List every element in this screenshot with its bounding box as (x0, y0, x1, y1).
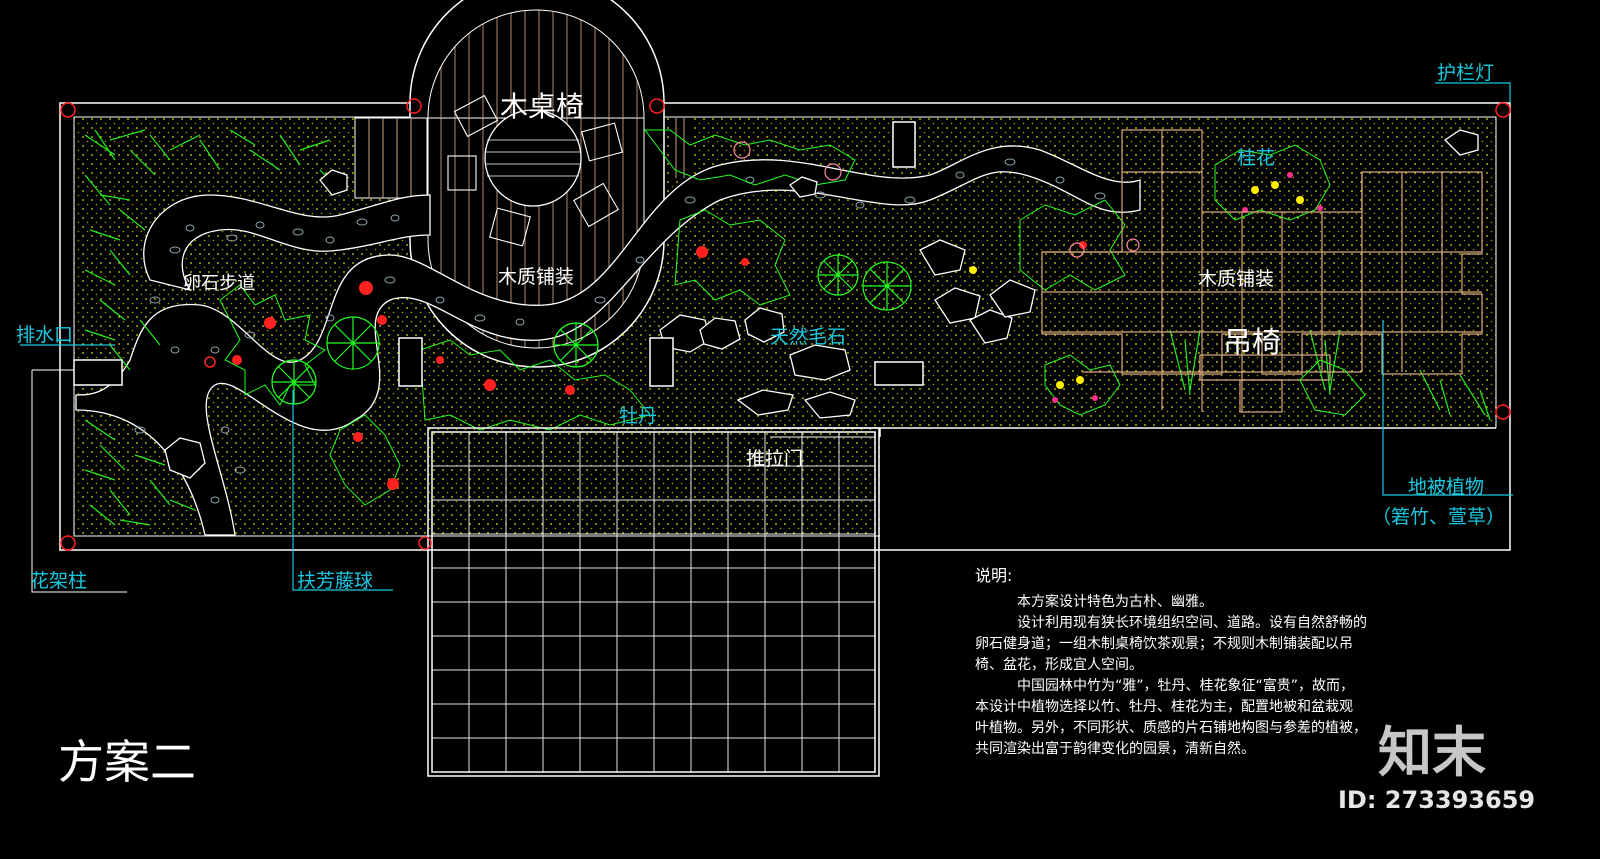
label-table-chairs: 木桌椅 (500, 90, 584, 123)
pebble-path (75, 145, 1141, 536)
deck-planters (1299, 359, 1366, 416)
label-vine-ball: 扶芳藤球 (297, 570, 373, 592)
label-ground-cover: 地被植物 (1408, 476, 1484, 498)
notes-line: 共同渲染出富于韵律变化的园景，清新自然。 (975, 741, 1255, 757)
notes-line: 椅、盆花，形成宜人空间。 (975, 657, 1143, 673)
leader-lines-white (31, 369, 127, 593)
osmanthus-flowers (969, 172, 1323, 403)
scheme-title: 方案二 (58, 735, 196, 789)
rose-flowers (733, 141, 1140, 258)
tile-courtyard (427, 427, 880, 777)
notes-line: 本方案设计特色为古朴、幽雅。 (1017, 594, 1213, 610)
vine-balls (271, 254, 912, 405)
watermark-id: ID: 273393659 (1338, 786, 1536, 814)
outside-area-mask (880, 428, 1500, 548)
label-hanging-chair: 吊椅 (1223, 325, 1281, 359)
natural-stones (164, 129, 1479, 479)
label-sliding-door: 推拉门 (746, 448, 803, 470)
notes-line: 叶植物。另外，不同形状、质感的片石铺地构图与参差的植被， (975, 720, 1367, 736)
label-ground-cover-sub: （箬竹、萱草） (1372, 506, 1505, 528)
bamboo-planting (84, 129, 1491, 526)
planter-boxes (73, 121, 924, 387)
label-pebble-path: 卵石步道 (183, 273, 255, 294)
watermark-logo: 知末 (1378, 721, 1486, 784)
notes-line: 设计利用现有狭长环境组织空间、道路。设有自然舒畅的 (1017, 615, 1367, 631)
label-wood-deck-left: 木质铺装 (498, 266, 574, 288)
label-natural-stone: 天然毛石 (770, 326, 846, 348)
notes-title: 说明: (975, 566, 1013, 585)
label-pergola-column: 花架柱 (30, 570, 87, 592)
notes-line: 卵石健身道；一组木制桌椅饮茶观景；不规则木制铺装配以吊 (975, 636, 1353, 652)
label-peony: 牡丹 (619, 405, 657, 427)
right-wood-deck (1041, 129, 1483, 413)
notes-line: 中国园林中竹为“雅”，牡丹、桂花象征“富贵”，故而， (1017, 678, 1355, 694)
railing-light-markers (60, 98, 1511, 551)
label-railing-light: 护栏灯 (1437, 62, 1494, 84)
peony-flowers (232, 241, 1087, 490)
notes-line: 本设计中植物选择以竹、牡丹、桂花为主，配置地被和盆栽观 (975, 699, 1353, 715)
label-wood-deck-right: 木质铺装 (1198, 268, 1274, 290)
wood-deck-strip (354, 117, 692, 199)
label-drain: 排水口 (16, 324, 73, 346)
label-osmanthus: 桂花 (1237, 147, 1275, 169)
design-notes: 说明: 本方案设计特色为古朴、幽雅。 设计利用现有狭长环境组织空间、道路。设有自… (975, 565, 1495, 760)
leader-lines (20, 82, 1513, 591)
